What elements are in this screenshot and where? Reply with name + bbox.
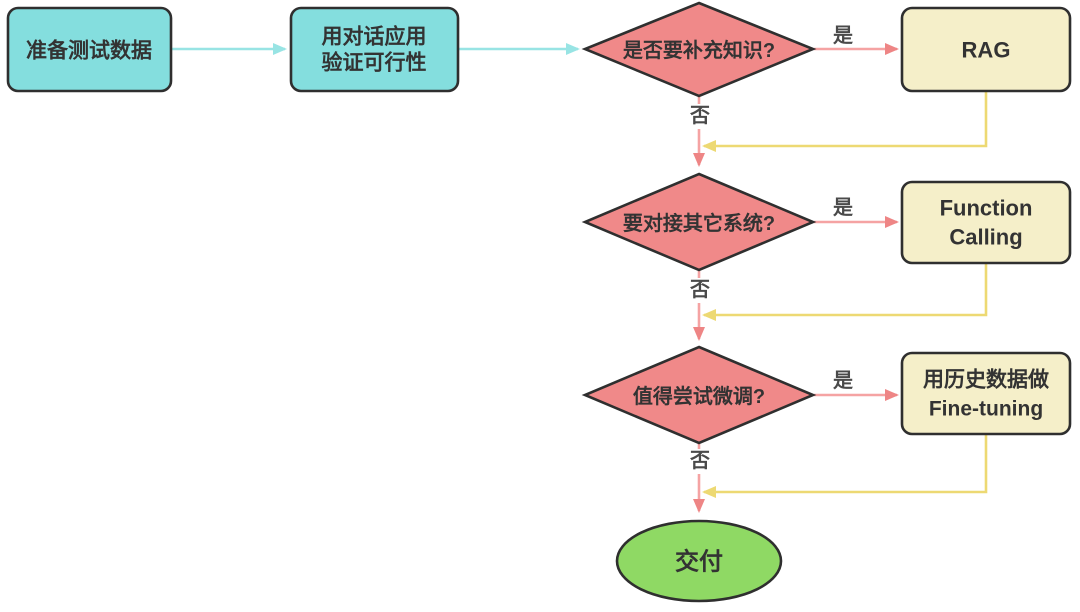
edge-label-no-1: 否 xyxy=(689,105,710,127)
node-verify-label-line1: 用对话应用 xyxy=(322,25,427,49)
node-fine-tuning-label-line1: 用历史数据做 xyxy=(923,368,1049,392)
decision-need-knowledge: 是否要补充知识? xyxy=(581,1,817,98)
decision-need-knowledge-shape xyxy=(581,1,817,98)
edge-label-yes-3: 是 xyxy=(832,369,853,392)
node-verify-box xyxy=(289,6,460,93)
node-verify-label-line2: 验证可行性 xyxy=(322,51,427,75)
node-start: 准备测试数据 xyxy=(6,6,173,93)
node-function-calling-box xyxy=(900,180,1072,265)
decision-connect-systems: 要对接其它系统? xyxy=(581,172,817,272)
decision-connect-systems-label: 要对接其它系统? xyxy=(623,211,775,235)
node-start-box xyxy=(6,6,173,93)
node-verify-feasibility: 用对话应用 验证可行性 xyxy=(289,6,460,93)
node-rag-label: RAG xyxy=(962,38,1011,63)
node-function-calling-label-line2: Calling xyxy=(949,225,1022,250)
edge-label-yes-2: 是 xyxy=(832,196,853,219)
edge-label-no-1-backing xyxy=(685,104,715,129)
decision-try-finetuning-label: 值得尝试微调? xyxy=(633,384,765,408)
node-fine-tuning-box xyxy=(900,351,1072,436)
node-fine-tuning: 用历史数据做 Fine-tuning xyxy=(900,351,1072,436)
node-deliver-shape xyxy=(615,519,783,603)
edge-rag-return xyxy=(702,92,988,152)
edge-label-no-2: 否 xyxy=(689,279,710,301)
node-function-calling: Function Calling xyxy=(900,180,1072,265)
node-start-label: 准备测试数据 xyxy=(26,39,152,63)
decision-try-finetuning-shape xyxy=(581,345,817,445)
edge-label-yes-1: 是 xyxy=(832,24,853,47)
node-deliver-label: 交付 xyxy=(675,548,723,576)
node-rag-box xyxy=(900,6,1072,93)
edge-label-no-3: 否 xyxy=(689,450,710,472)
edge-label-no-3-backing xyxy=(685,449,715,474)
edge-ft-return xyxy=(702,435,988,498)
edge-fc-return xyxy=(702,264,988,321)
node-deliver: 交付 xyxy=(615,519,783,603)
node-rag: RAG xyxy=(900,6,1072,93)
decision-connect-systems-shape xyxy=(581,172,817,272)
node-function-calling-label-line1: Function xyxy=(940,196,1033,221)
decision-try-finetuning: 值得尝试微调? xyxy=(581,345,817,445)
decision-need-knowledge-label: 是否要补充知识? xyxy=(622,38,775,62)
node-fine-tuning-label-line2: Fine-tuning xyxy=(929,398,1043,421)
edge-label-no-2-backing xyxy=(685,278,715,303)
